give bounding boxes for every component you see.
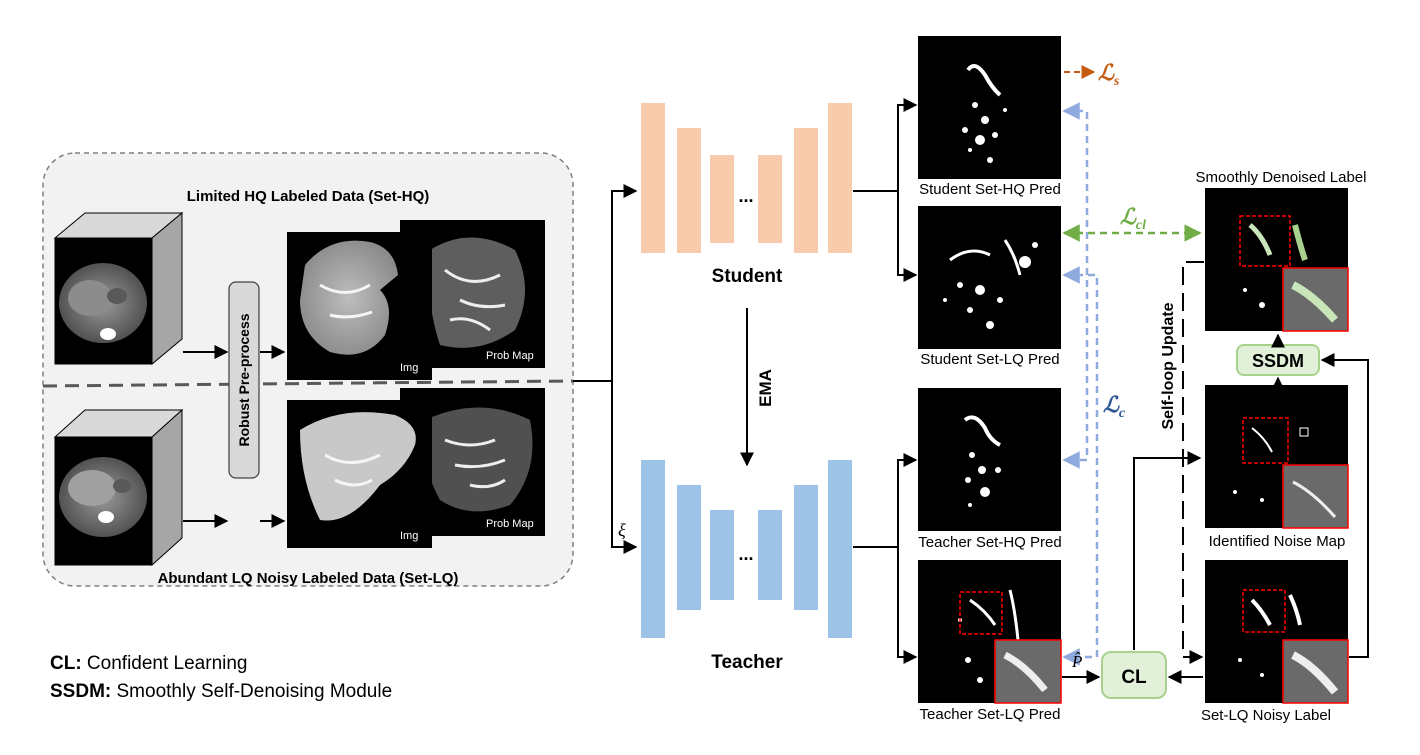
ema-label: EMA [756,369,775,407]
hq-ct-volume [53,211,184,366]
denoised-label-title: Smoothly Denoised Label [1196,169,1367,186]
ssdm-label: SSDM [1252,351,1304,371]
student-hq-pred: Student Set-HQ Pred [918,36,1061,198]
preprocess-label: Robust Pre-process [236,313,252,446]
teacher-label: Teacher [711,652,783,673]
student-hq-pred-label: Student Set-HQ Pred [919,181,1061,198]
cl-module: CL [1101,651,1167,699]
input-data-panel: Limited HQ Labeled Data (Set-HQ) Abundan… [42,152,574,587]
student-lq-pred-label: Student Set-LQ Pred [920,351,1059,368]
noise-symbol: ξ [618,520,626,540]
legend-ssdm: SSDM: Smoothly Self-Denoising Module [50,681,392,703]
self-loop-arrow [1182,261,1204,664]
lq-image: Img [287,400,432,548]
student-dots: ... [738,186,753,206]
prob-map-label: Prob Map [486,518,534,530]
lq-ct-volume [53,408,184,567]
prob-map-label: Prob Map [486,350,534,362]
noisy-label-title: Set-LQ Noisy Label [1201,707,1331,724]
img-label: Img [400,362,418,374]
identified-noise-map: Identified Noise Map [1205,385,1349,550]
legend-cl-desc: Confident Learning [81,653,248,674]
loss-cl-label: ℒcl [1120,204,1146,233]
set-lq-noisy-label: Set-LQ Noisy Label [1201,560,1349,724]
ssdm-module: SSDM [1236,344,1320,376]
cl-label: CL [1121,667,1147,688]
noise-map-title: Identified Noise Map [1209,533,1346,550]
legend-ssdm-key: SSDM: [50,681,112,702]
set-divider [42,379,574,388]
teacher-network: ... Teacher [641,460,852,673]
teacher-hq-pred: Teacher Set-HQ Pred [918,388,1062,551]
teacher-hq-pred-label: Teacher Set-HQ Pred [918,534,1061,551]
teacher-dots: ... [738,544,753,564]
legend-cl-key: CL: [50,653,82,674]
set-hq-title: Limited HQ Labeled Data (Set-HQ) [187,188,430,205]
loss-c-label: ℒc [1103,392,1126,421]
legend-ssdm-desc: Smoothly Self-Denoising Module [111,681,393,702]
teacher-lq-pred: Teacher Set-LQ Pred [918,560,1062,723]
preprocess-box [228,281,260,479]
legend-cl: CL: Confident Learning [50,653,248,675]
hq-image: Img [287,232,432,380]
p-hat-label: P̂ [1071,652,1082,671]
student-lq-pred: Student Set-LQ Pred [918,206,1061,368]
student-label: Student [712,266,783,287]
loss-s-label: ℒs [1098,60,1120,89]
self-loop-label: Self-loop Update [1160,302,1177,429]
student-network: ... Student [641,103,852,287]
loss-c-connector [1062,102,1099,666]
teacher-lq-pred-label: Teacher Set-LQ Pred [920,706,1061,723]
img-label: Img [400,530,418,542]
smoothly-denoised-label: Smoothly Denoised Label [1196,169,1367,332]
set-lq-title: Abundant LQ Noisy Labeled Data (Set-LQ) [158,570,459,587]
